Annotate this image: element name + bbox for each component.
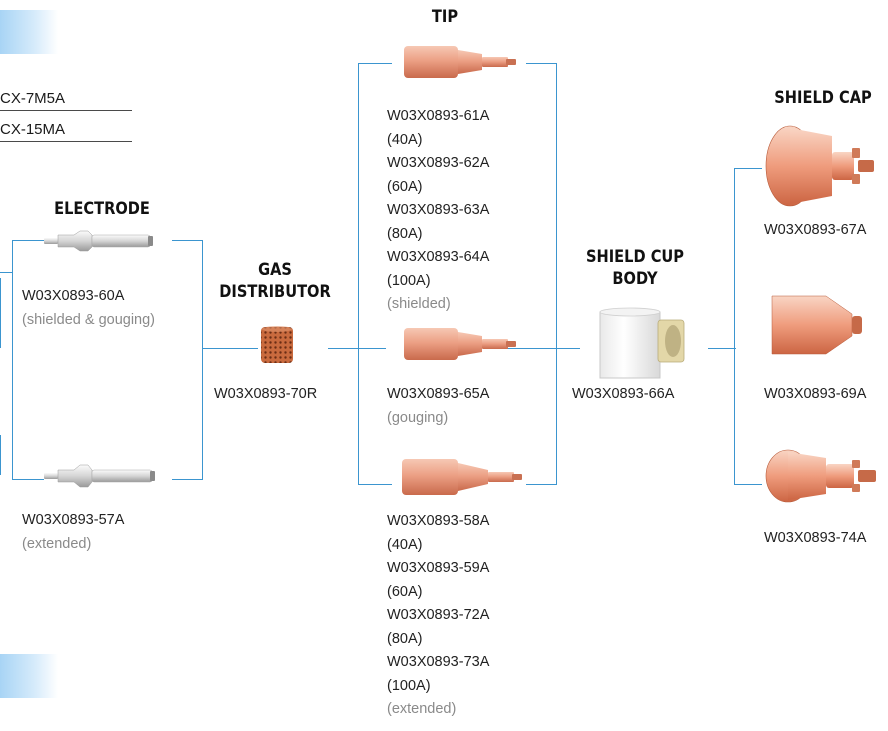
shield-cap-3-label: W03X0893-74A bbox=[764, 527, 866, 551]
part-note: (shielded) bbox=[387, 293, 489, 317]
shield-cap-heading: SHIELD CAP bbox=[765, 88, 880, 108]
electrode-shielded-label: W03X0893-60A (shielded & gouging) bbox=[22, 285, 155, 332]
model-name: CX-7M5A bbox=[0, 88, 132, 111]
part-number: W03X0893-67A bbox=[764, 219, 866, 243]
shield-cup-body-label: W03X0893-66A bbox=[572, 383, 674, 407]
connector-line bbox=[526, 484, 556, 485]
tip-extended-image bbox=[402, 457, 524, 497]
connector-line bbox=[12, 240, 44, 241]
amperage: (80A) bbox=[387, 223, 489, 247]
gas-distributor-image bbox=[258, 325, 296, 365]
part-number: W03X0893-74A bbox=[764, 527, 866, 551]
tip-extended-label: W03X0893-58A (40A) W03X0893-59A (60A) W0… bbox=[387, 510, 489, 722]
model-name: CX-15MA bbox=[0, 119, 132, 142]
connector-line bbox=[202, 240, 203, 480]
tip-gouging-image bbox=[404, 326, 522, 362]
part-number: W03X0893-69A bbox=[764, 383, 866, 407]
connector-line bbox=[0, 435, 1, 475]
connector-line bbox=[708, 348, 736, 349]
tip-gouging-label: W03X0893-65A (gouging) bbox=[387, 383, 489, 430]
part-number: W03X0893-66A bbox=[572, 383, 674, 407]
header-tab-decoration bbox=[0, 10, 58, 54]
connector-line bbox=[0, 278, 1, 348]
connector-line bbox=[734, 484, 762, 485]
shield-cap-1-image bbox=[762, 122, 882, 210]
part-number: W03X0893-58A bbox=[387, 510, 489, 534]
connector-line bbox=[358, 484, 392, 485]
part-note: (gouging) bbox=[387, 407, 489, 431]
electrode-shielded-image bbox=[44, 229, 154, 253]
shield-cup-body-image bbox=[596, 306, 690, 384]
shield-cup-body-heading-line2: BODY bbox=[571, 269, 700, 289]
connector-line bbox=[358, 63, 392, 64]
shield-cap-3-image bbox=[762, 446, 882, 506]
gas-distributor-heading-line2: DISTRIBUTOR bbox=[215, 282, 335, 302]
amperage: (100A) bbox=[387, 270, 489, 294]
footer-tab-decoration bbox=[0, 654, 58, 698]
part-number: W03X0893-62A bbox=[387, 152, 489, 176]
part-number: W03X0893-60A bbox=[22, 285, 155, 309]
part-note: (extended) bbox=[22, 533, 124, 557]
amperage: (60A) bbox=[387, 176, 489, 200]
connector-line bbox=[328, 348, 386, 349]
part-number: W03X0893-70R bbox=[214, 383, 317, 407]
part-note: (extended) bbox=[387, 698, 489, 722]
part-note: (shielded & gouging) bbox=[22, 309, 155, 333]
electrode-heading: ELECTRODE bbox=[33, 199, 171, 219]
connector-line bbox=[172, 479, 202, 480]
part-number: W03X0893-61A bbox=[387, 105, 489, 129]
connector-line bbox=[556, 63, 557, 485]
part-number: W03X0893-72A bbox=[387, 604, 489, 628]
part-number: W03X0893-57A bbox=[22, 509, 124, 533]
amperage: (40A) bbox=[387, 129, 489, 153]
shield-cap-1-label: W03X0893-67A bbox=[764, 219, 866, 243]
amperage: (100A) bbox=[387, 675, 489, 699]
shield-cup-body-heading-line1: SHIELD CUP bbox=[571, 247, 700, 267]
connector-line bbox=[172, 240, 202, 241]
electrode-extended-image bbox=[44, 462, 156, 490]
connector-line bbox=[358, 63, 359, 484]
tip-heading: TIP bbox=[406, 7, 483, 27]
electrode-extended-label: W03X0893-57A (extended) bbox=[22, 509, 124, 556]
part-number: W03X0893-64A bbox=[387, 246, 489, 270]
connector-line bbox=[12, 479, 44, 480]
part-number: W03X0893-73A bbox=[387, 651, 489, 675]
connector-line bbox=[0, 272, 12, 273]
part-number: W03X0893-65A bbox=[387, 383, 489, 407]
connector-line bbox=[526, 63, 556, 64]
connector-line bbox=[12, 240, 13, 479]
amperage: (40A) bbox=[387, 534, 489, 558]
gas-distributor-label: W03X0893-70R bbox=[214, 383, 317, 407]
amperage: (80A) bbox=[387, 628, 489, 652]
shield-cap-2-image bbox=[768, 292, 868, 358]
connector-line bbox=[734, 168, 762, 169]
connector-line bbox=[734, 168, 735, 485]
amperage: (60A) bbox=[387, 581, 489, 605]
part-number: W03X0893-63A bbox=[387, 199, 489, 223]
shield-cap-2-label: W03X0893-69A bbox=[764, 383, 866, 407]
gas-distributor-heading-line1: GAS bbox=[215, 260, 335, 280]
part-number: W03X0893-59A bbox=[387, 557, 489, 581]
tip-shielded-image bbox=[404, 44, 522, 80]
connector-line bbox=[202, 348, 258, 349]
tip-shielded-label: W03X0893-61A (40A) W03X0893-62A (60A) W0… bbox=[387, 105, 489, 317]
